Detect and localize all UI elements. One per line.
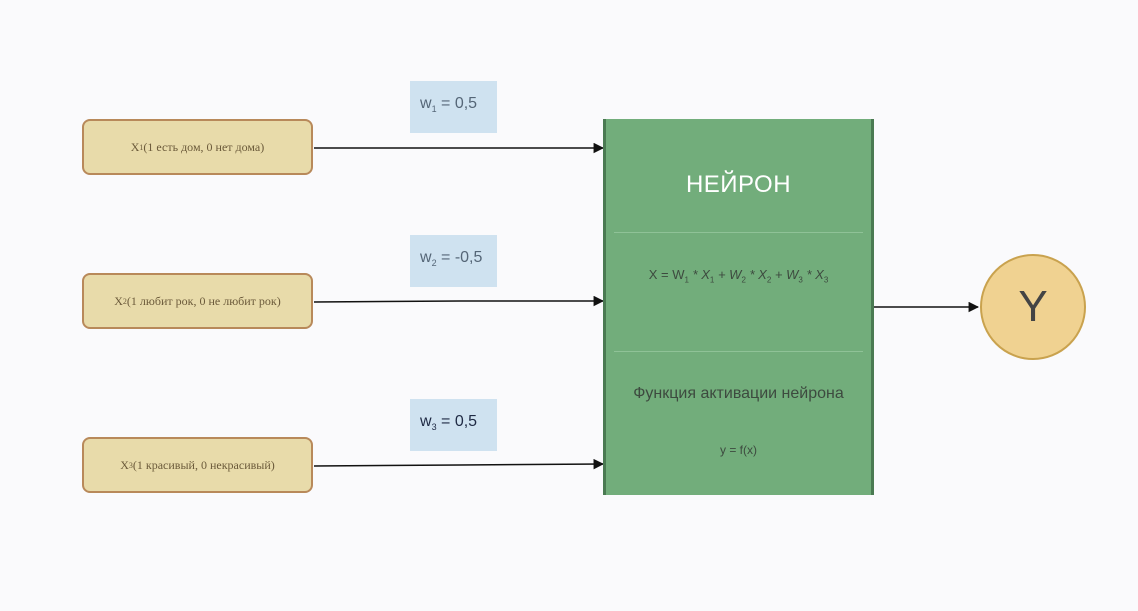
input-var: X [120,457,129,472]
activation-function: y = f(x) [719,443,757,457]
formula-part: * X [688,267,710,282]
formula-sub: 3 [798,275,803,285]
formula-sub: 1 [684,275,689,285]
neuron-divider [614,232,863,233]
formula-part: + W [714,267,742,282]
input-desc: (1 любит рок, 0 не любит рок) [126,293,281,308]
weight-var: w [420,413,432,430]
weight-sub: 1 [431,104,437,115]
formula-sub: 2 [766,275,772,285]
input-var: X [130,139,140,154]
weight-label-w2[interactable]: w2 = -0,5 [410,235,497,287]
output-node-y[interactable]: Y [980,254,1086,360]
weight-sub: 2 [431,258,437,269]
weight-sub: 3 [431,422,437,433]
weight-label-w3[interactable]: w3 = 0,5 [410,399,497,451]
neuron-title: НЕЙРОН [685,171,792,198]
weight-value: = 0,5 [436,95,478,112]
formula-part: * X [745,267,767,282]
neuron-block[interactable]: НЕЙРОН X = W1 * X1 + W2 * X2 + W3 * X3 Ф… [603,119,874,495]
connector-x2-neuron [313,295,605,307]
output-label: Y [1018,282,1048,331]
weight-value: = -0,5 [436,249,483,266]
formula-sub: 3 [823,275,829,285]
formula-part: + W [771,267,799,282]
formula-part: X = W [648,267,685,282]
input-sub: 3 [128,460,133,470]
neuron-formula: X = W1 * X1 + W2 * X2 + W3 * X3 [606,267,871,285]
connector-x3-neuron [313,458,605,470]
input-sub: 1 [139,142,144,152]
weight-var: w [420,249,432,266]
input-desc: (1 есть дом, 0 нет дома) [143,139,265,154]
weight-value: = 0,5 [436,413,478,430]
activation-label: Функция активации нейрона [633,385,844,402]
input-desc: (1 красивый, 0 некрасивый) [132,457,275,472]
formula-sub: 1 [709,275,715,285]
weight-label-w1[interactable]: w1 = 0,5 [410,81,497,133]
weight-var: w [420,95,432,112]
neuron-divider [614,351,863,352]
input-sub: 2 [122,296,127,306]
input-var: X [114,293,123,308]
formula-part: * X [802,267,824,282]
formula-sub: 2 [741,275,746,285]
